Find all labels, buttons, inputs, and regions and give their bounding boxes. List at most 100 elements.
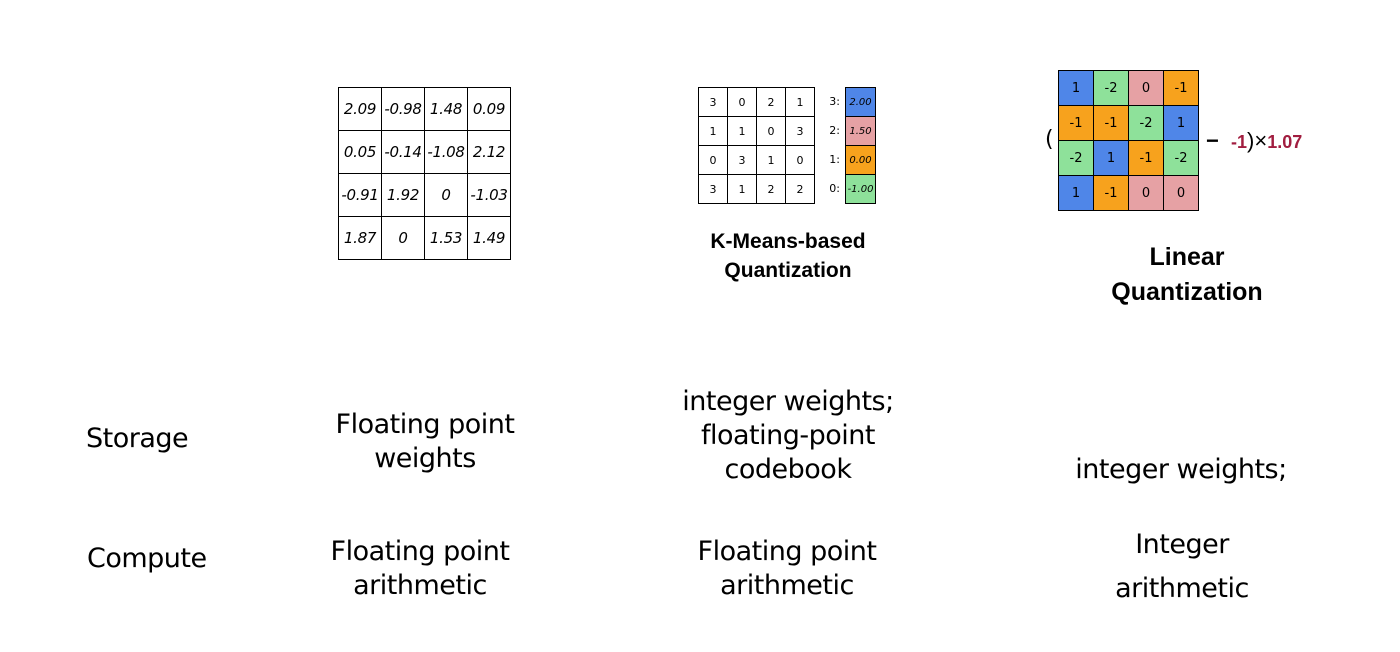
fp-weight-cell: 1.53	[424, 216, 468, 260]
kmeans-title-line1: K-Means-based	[710, 230, 866, 253]
compute-fp-line1: Floating point	[330, 536, 510, 567]
linear-value-cell: -2	[1058, 140, 1094, 176]
compute-fp-line2: arithmetic	[353, 570, 487, 601]
fp-weight-cell: -0.91	[338, 173, 382, 217]
codebook-label: 2:	[829, 124, 840, 137]
compute-km-line2: arithmetic	[720, 570, 854, 601]
linear-title-line2: Quantization	[1111, 278, 1263, 306]
kmeans-index-cell: 3	[785, 116, 815, 146]
linear-value-cell: 1	[1058, 70, 1094, 106]
minus-sign: −	[1206, 128, 1219, 153]
storage-km-line1: integer weights;	[682, 386, 894, 417]
codebook-row: 0.00	[845, 145, 876, 175]
linear-value-cell: 0	[1128, 70, 1164, 106]
compute-row-label: Compute	[87, 543, 207, 574]
fp-weight-cell: 2.12	[467, 130, 511, 174]
linear-value-cell: -2	[1128, 105, 1164, 141]
codebook-row: 1.50	[845, 116, 876, 146]
compute-linear: Integer arithmetic	[1047, 523, 1317, 611]
linear-value-cell: 0	[1163, 175, 1199, 211]
close-paren-times: )×	[1247, 128, 1268, 153]
kmeans-codebook-labels: 3: 2: 1: 0:	[818, 87, 844, 203]
storage-linear: integer weights;	[1050, 453, 1312, 487]
linear-value-cell: -2	[1093, 70, 1129, 106]
kmeans-title: K-Means-based Quantization	[640, 227, 936, 285]
compute-lin-line2: arithmetic	[1115, 573, 1249, 604]
compute-kmeans: Floating point arithmetic	[652, 535, 922, 603]
kmeans-index-cell: 0	[756, 116, 786, 146]
codebook-value-cell: 2.00	[845, 87, 876, 117]
kmeans-index-cell: 2	[756, 174, 786, 204]
kmeans-index-cell: 1	[727, 116, 757, 146]
kmeans-index-cell: 0	[698, 145, 728, 175]
storage-km-line2: floating-point	[700, 420, 876, 451]
storage-floating-point: Floating point weights	[290, 408, 560, 476]
fp-weight-cell: -1.03	[467, 173, 511, 217]
kmeans-index-cell: 1	[727, 174, 757, 204]
kmeans-index-cell: 0	[727, 87, 757, 117]
kmeans-index-cell: 2	[756, 87, 786, 117]
storage-lin-line1: integer weights;	[1075, 454, 1287, 485]
linear-title-line1: Linear	[1149, 243, 1225, 271]
fp-weight-cell: 0.09	[467, 87, 511, 131]
linear-value-cell: -2	[1163, 140, 1199, 176]
kmeans-index-cell: 2	[785, 174, 815, 204]
codebook-value-cell: 0.00	[845, 145, 876, 175]
storage-km-line3: codebook	[724, 454, 852, 485]
linear-value-cell: 1	[1058, 175, 1094, 211]
kmeans-index-cell: 1	[785, 87, 815, 117]
fp-weight-cell: 0.05	[338, 130, 382, 174]
fp-weight-cell: 2.09	[338, 87, 382, 131]
fp-weight-cell: 0	[381, 216, 425, 260]
codebook-label: 3:	[829, 95, 840, 108]
compute-km-line1: Floating point	[697, 536, 877, 567]
kmeans-index-cell: 3	[727, 145, 757, 175]
storage-row-label: Storage	[86, 423, 189, 454]
codebook-row: 2.00	[845, 87, 876, 117]
zero-point-value: -1	[1230, 132, 1247, 152]
kmeans-title-line2: Quantization	[724, 259, 852, 282]
fp-weight-cell: 0	[424, 173, 468, 217]
linear-value-cell: -1	[1128, 140, 1164, 176]
fp-weight-cell: -1.08	[424, 130, 468, 174]
codebook-label: 0:	[829, 182, 840, 195]
codebook-label: 1:	[829, 153, 840, 166]
linear-formula: − -1)×1.07	[1206, 128, 1302, 154]
fp-weight-cell: 1.49	[467, 216, 511, 260]
fp-weight-cell: -0.14	[381, 130, 425, 174]
linear-title: Linear Quantization	[1060, 240, 1314, 310]
codebook-value-cell: 1.50	[845, 116, 876, 146]
fp-weight-cell: 1.87	[338, 216, 382, 260]
linear-value-cell: -1	[1093, 175, 1129, 211]
linear-value-cell: 0	[1128, 175, 1164, 211]
storage-kmeans: integer weights; floating-point codebook	[650, 385, 926, 487]
codebook-row: -1.00	[845, 174, 876, 204]
linear-value-cell: -1	[1058, 105, 1094, 141]
codebook-value-cell: -1.00	[845, 174, 876, 204]
linear-value-cell: 1	[1093, 140, 1129, 176]
kmeans-index-cell: 1	[756, 145, 786, 175]
scale-value: 1.07	[1267, 132, 1303, 152]
compute-lin-line1: Integer	[1135, 529, 1229, 560]
linear-value-cell: -1	[1163, 70, 1199, 106]
kmeans-index-cell: 3	[698, 174, 728, 204]
storage-fp-line2: weights	[374, 443, 476, 474]
fp-weight-cell: 1.92	[381, 173, 425, 217]
fp-weight-cell: -0.98	[381, 87, 425, 131]
kmeans-index-cell: 1	[698, 116, 728, 146]
